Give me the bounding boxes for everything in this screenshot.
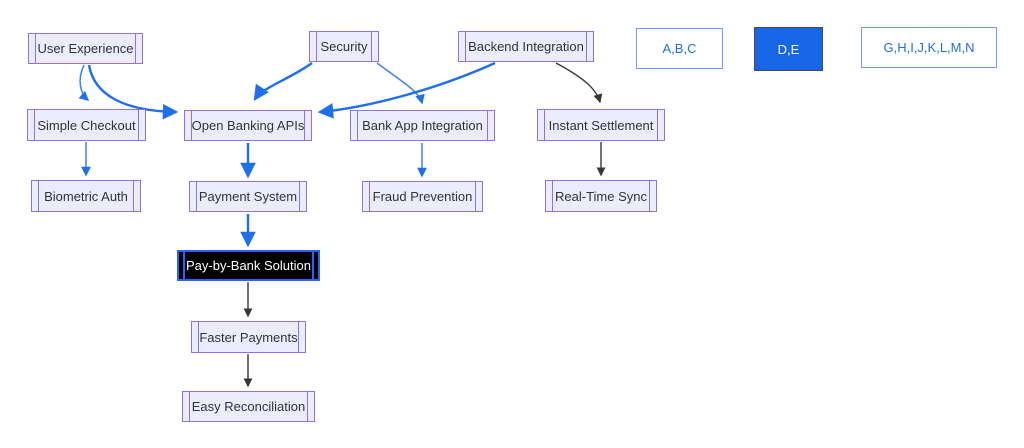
- legend-label: D,E: [777, 41, 800, 57]
- node-biometric-auth: Biometric Auth: [31, 180, 141, 212]
- legend-label: G,H,I,J,K,L,M,N: [883, 40, 975, 55]
- node-label: Backend Integration: [468, 39, 584, 54]
- node-label: Faster Payments: [199, 329, 298, 345]
- node-label: Bank App Integration: [362, 118, 483, 133]
- node-easy-reconciliation: Easy Reconciliation: [182, 391, 315, 422]
- node-faster-payments: Faster Payments: [191, 321, 306, 353]
- node-real-time-sync: Real-Time Sync: [545, 180, 657, 212]
- node-user-experience: User Experience: [28, 33, 143, 64]
- node-security: Security: [309, 31, 379, 62]
- node-label: Open Banking APIs: [191, 118, 305, 133]
- node-label: Simple Checkout: [37, 117, 136, 133]
- node-label: Biometric Auth: [44, 188, 128, 204]
- legend-label: A,B,C: [662, 41, 697, 56]
- legend-box-ghn: G,H,I,J,K,L,M,N: [861, 27, 997, 68]
- node-label: Fraud Prevention: [372, 189, 473, 204]
- node-instant-settlement: Instant Settlement: [537, 109, 665, 141]
- node-backend-integration: Backend Integration: [458, 31, 594, 62]
- node-label: Instant Settlement: [548, 117, 654, 133]
- node-fraud-prevention: Fraud Prevention: [362, 181, 483, 212]
- edge-userexperience-openbankingapis: [87, 64, 179, 120]
- edge-security-bankappintegration: [376, 62, 425, 105]
- node-pay-by-bank-solution: Pay-by-Bank Solution: [177, 250, 320, 281]
- node-label: Pay-by-Bank Solution: [185, 258, 311, 273]
- node-label: Easy Reconciliation: [191, 399, 306, 414]
- edge-security-openbankingapis: [253, 62, 313, 101]
- node-open-banking-apis: Open Banking APIs: [184, 110, 312, 141]
- node-label: User Experience: [37, 41, 134, 56]
- node-label: Security: [320, 39, 368, 54]
- node-label: Payment System: [198, 189, 298, 204]
- edge-backendintegration-instantsettlement: [555, 62, 603, 104]
- legend-box-de: D,E: [754, 27, 823, 71]
- node-simple-checkout: Simple Checkout: [27, 109, 146, 141]
- node-label: Real-Time Sync: [555, 188, 647, 204]
- node-payment-system: Payment System: [189, 181, 307, 212]
- edge-backendintegration-openbankingapis: [317, 61, 496, 119]
- node-bank-app-integration: Bank App Integration: [350, 110, 495, 141]
- legend-box-abc: A,B,C: [636, 28, 723, 69]
- edge-userexperience-simplecheckout: [78, 64, 90, 101]
